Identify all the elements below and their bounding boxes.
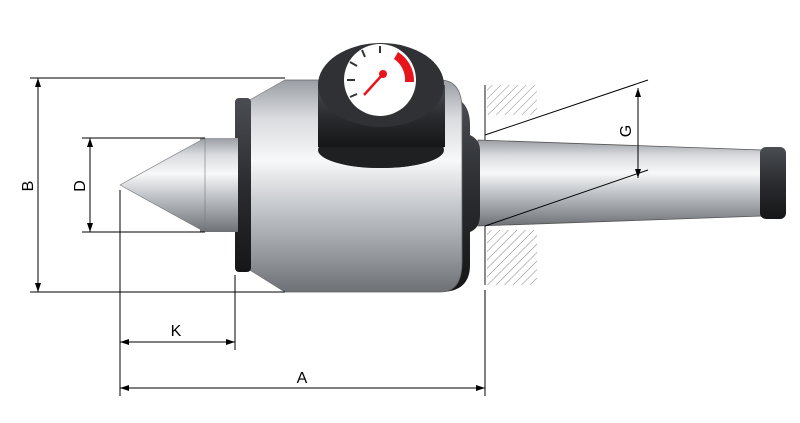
morse-taper-shank [477, 139, 786, 227]
pressure-gauge [318, 43, 445, 168]
dimension-label-a: A [297, 370, 308, 387]
spindle [200, 138, 238, 232]
dimension-label-k: K [171, 323, 182, 340]
dimension-arrows [35, 78, 641, 391]
center-point-cone [119, 137, 206, 233]
dimension-label-d: D [72, 180, 89, 192]
dimension-label-g: G [618, 125, 635, 137]
spindle-wall-hatch [484, 85, 537, 285]
dimension-lines [30, 77, 649, 396]
gauge-red-zone [394, 52, 415, 82]
dimension-label-b: B [20, 181, 37, 192]
shank-end-cap [760, 147, 786, 219]
gauge-needle [363, 73, 384, 96]
seal-ring [235, 98, 251, 272]
